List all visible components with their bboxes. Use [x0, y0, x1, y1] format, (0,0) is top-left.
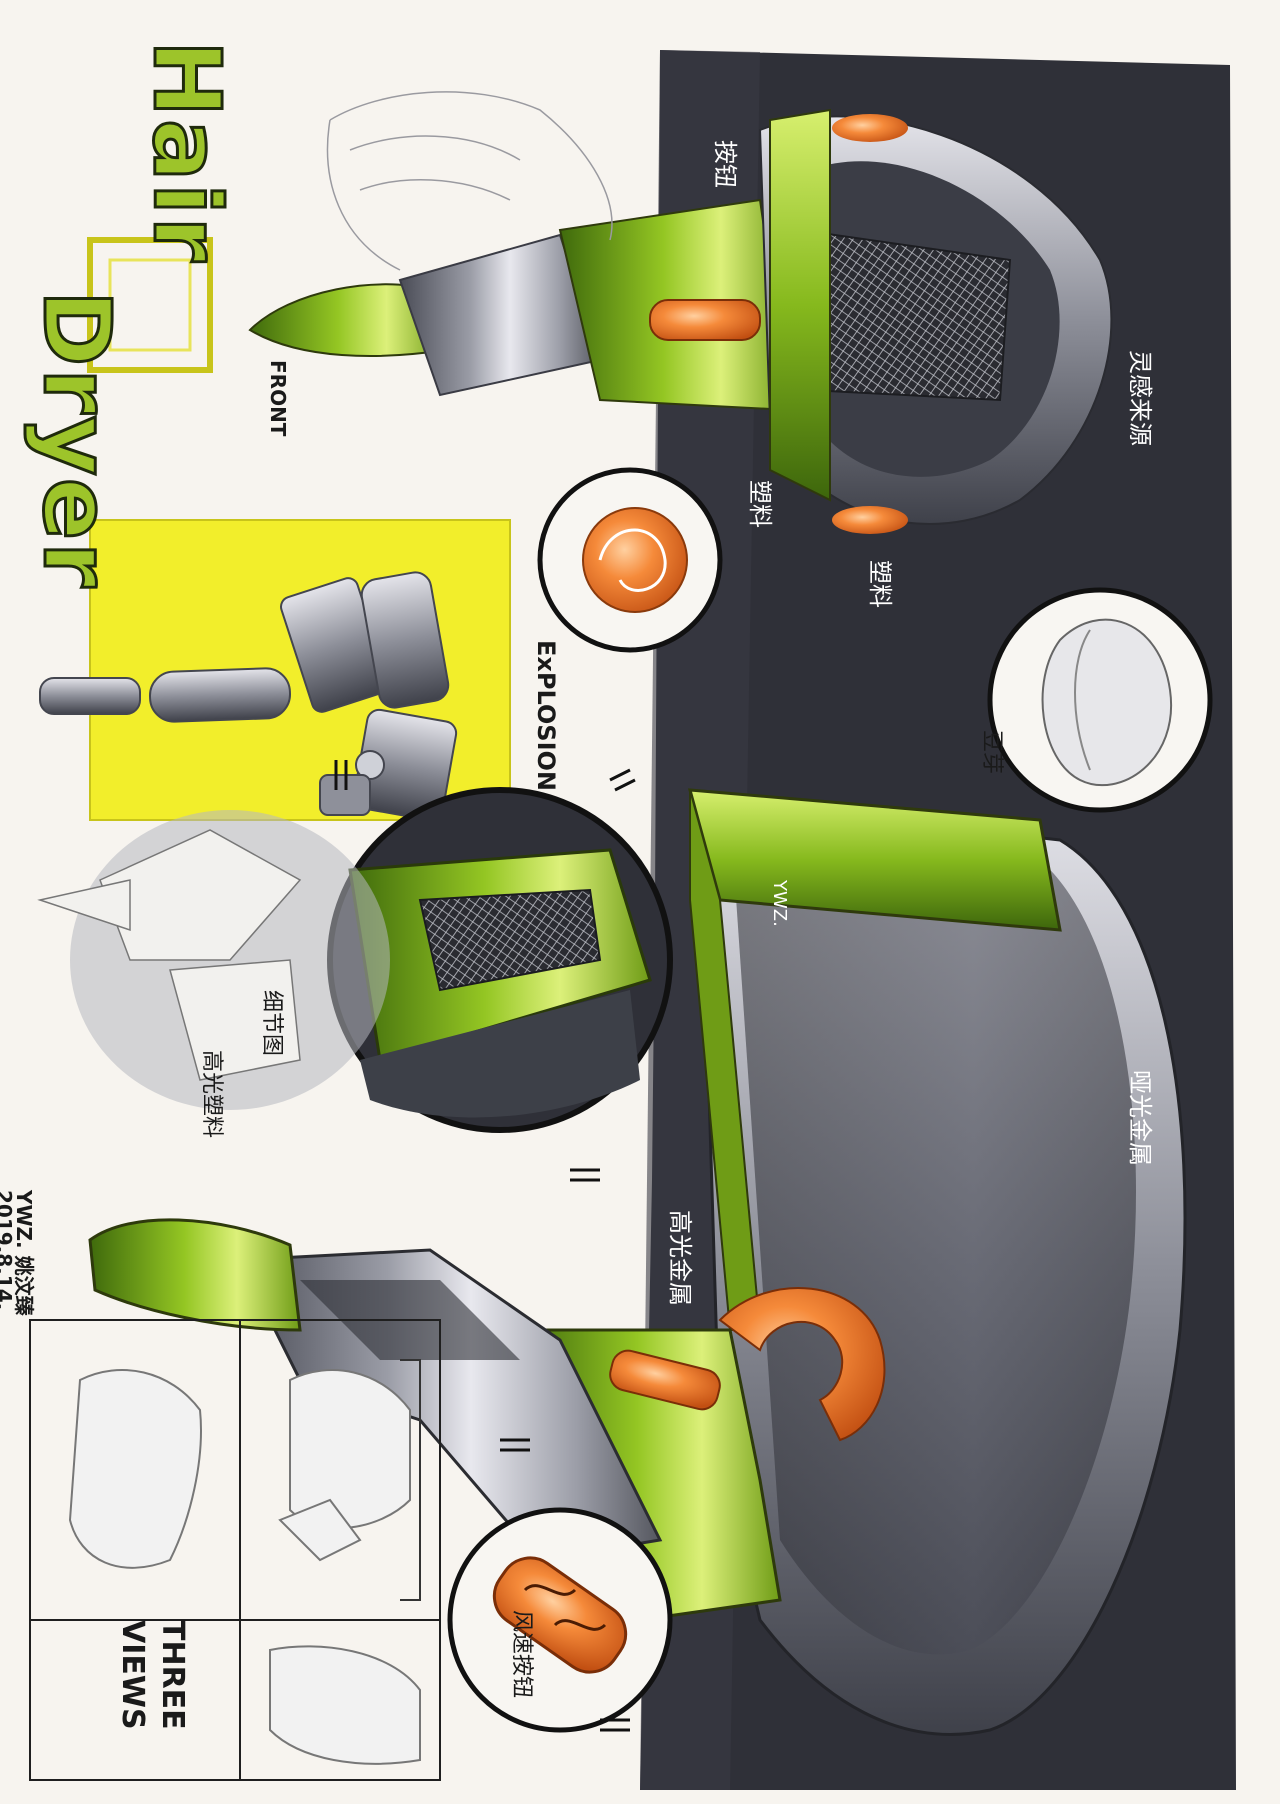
front-view-dryer: [248, 108, 1113, 534]
circle-wind-speed-button: [447, 1507, 673, 1733]
annotation-inspiration: 灵感来源: [1126, 350, 1154, 446]
signature-line2: 2019.8.14.: [0, 1190, 16, 1311]
title-dryer: Dryer: [22, 289, 132, 591]
circle-bean-sprout: [987, 587, 1213, 813]
title-graphic: [87, 237, 213, 373]
hand-sketch: [326, 91, 613, 271]
label-front: FRONT: [266, 360, 290, 437]
annotation-detail-view: 细节图: [259, 990, 284, 1057]
pencil-sketch-cluster: [37, 810, 390, 1110]
label-explosion: ExPLOSION: [532, 640, 560, 792]
main-dryer-perspective: [88, 788, 1187, 1736]
annotation-brushed-metal: 哑光金属: [1126, 1070, 1154, 1166]
annotation-wind-speed-button: 风速按钮: [509, 1610, 534, 1699]
label-three-views-line1: THREE: [155, 1620, 190, 1730]
annotation-bean: 豆芽: [979, 730, 1004, 775]
circle-orange-shell: [537, 467, 723, 653]
label-three-views-line2: VIEWS: [115, 1620, 150, 1730]
circle-tick-marks: [334, 760, 636, 1732]
exploded-parts: [39, 571, 458, 822]
annotation-glossy-plastic: 高光塑料: [199, 1050, 224, 1139]
title-hair: Hair: [132, 39, 242, 266]
three-views-box: [29, 1319, 441, 1781]
circle-detail-mesh: [327, 787, 673, 1133]
annotation-glossy-metal: 高光金属: [666, 1210, 694, 1306]
annotation-button-top: 按钮: [711, 140, 739, 188]
brand-mark: YWZ.: [769, 880, 790, 927]
annotation-plastic-front-1: 塑料: [746, 480, 774, 528]
annotation-plastic-front-2: 塑料: [866, 560, 894, 608]
